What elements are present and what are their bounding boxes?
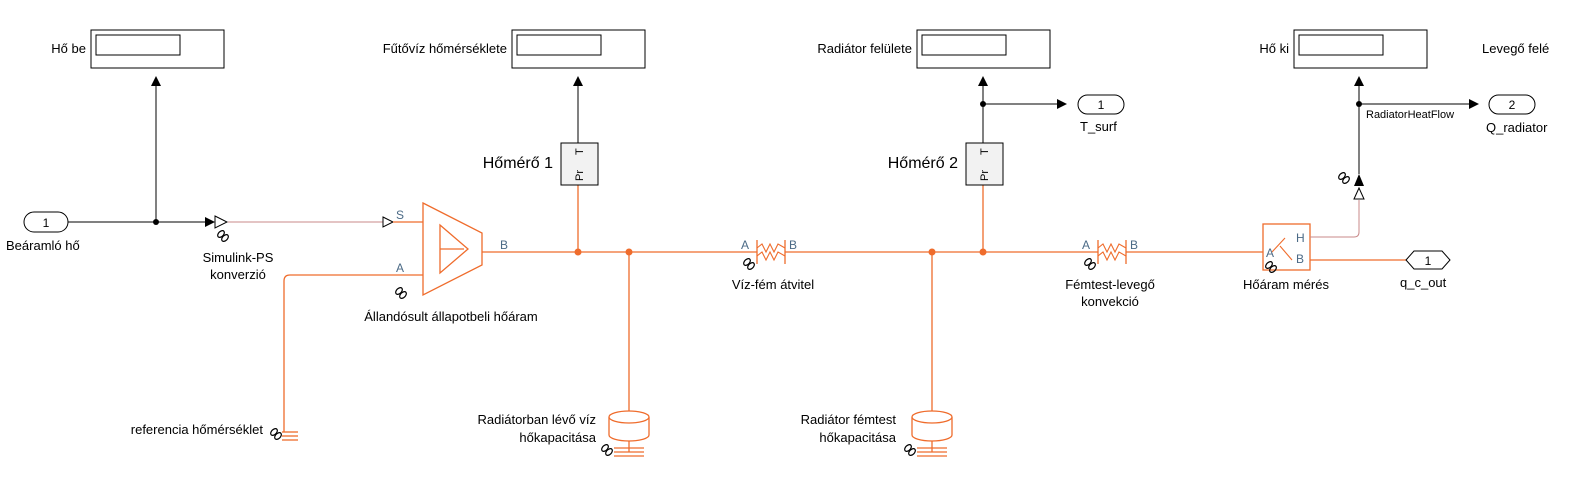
sps-label-2: konverzió bbox=[210, 267, 266, 282]
display-ho-be-label: Hő be bbox=[51, 41, 86, 56]
display-futoviz[interactable]: Fűtővíz hőmérséklete bbox=[383, 29, 646, 69]
inport-1-label: Beáramló hő bbox=[6, 238, 80, 253]
link-icon-cap1 bbox=[601, 444, 613, 456]
cap2-label-1: Radiátor fémtest bbox=[801, 412, 897, 427]
source-label: Állandósult állapotbeli hőáram bbox=[364, 309, 537, 324]
display-ho-ki-label: Hő ki bbox=[1259, 41, 1289, 56]
femtest-levego-konvekcio[interactable]: A B Fémtest-levegő konvekció bbox=[1065, 238, 1155, 309]
sensor2-signal bbox=[978, 76, 1067, 143]
display-ho-be[interactable]: Hő be bbox=[51, 29, 225, 69]
viz-fem-port-b: B bbox=[789, 238, 797, 252]
cap1-label-2: hőkapacitása bbox=[519, 430, 596, 445]
homero-1-label: Hőmérő 1 bbox=[483, 155, 553, 172]
viz-fem-port-a: A bbox=[741, 238, 749, 252]
inport-1[interactable]: 1 Beáramló hő bbox=[6, 211, 80, 253]
konv-port-a: A bbox=[1082, 238, 1090, 252]
viz-fem-label: Víz-fém átvitel bbox=[732, 277, 814, 292]
h-ps-line bbox=[1310, 200, 1360, 238]
thermal-mass-metal[interactable]: Radiátor fémtest hőkapacitása bbox=[801, 410, 953, 457]
thermal-mass-water[interactable]: Radiátorban lévő víz hőkapacitása bbox=[477, 410, 650, 457]
hoaram-port-a: A bbox=[1266, 246, 1274, 260]
hoaram-label: Hőáram mérés bbox=[1243, 277, 1329, 292]
sensor2-pr: Pr bbox=[979, 170, 991, 181]
outport-2-number: 2 bbox=[1509, 98, 1516, 112]
display-radiator-felulete[interactable]: Radiátor felülete bbox=[817, 29, 1051, 69]
sensor1-pr: Pr bbox=[574, 170, 586, 181]
ref-temp-line bbox=[283, 274, 423, 432]
display-ho-ki[interactable]: Hő ki bbox=[1259, 29, 1428, 69]
link-icon-sps bbox=[217, 230, 229, 242]
signal-name-label: RadiatorHeatFlow bbox=[1366, 109, 1454, 121]
link-icon-ref bbox=[270, 428, 282, 440]
sps-label-1: Simulink-PS bbox=[203, 250, 274, 265]
source-port-a: A bbox=[396, 261, 404, 275]
outport-q-radiator[interactable]: 2 Q_radiator bbox=[1486, 94, 1548, 135]
connection-port-q-c-out[interactable]: 1 q_c_out bbox=[1400, 250, 1451, 290]
cap2-label-2: hőkapacitása bbox=[819, 430, 896, 445]
link-icon-source bbox=[395, 287, 407, 299]
viz-fem-atvitel[interactable]: A B Víz-fém átvitel bbox=[732, 238, 814, 292]
cap1-label-1: Radiátorban lévő víz bbox=[477, 412, 596, 427]
homero-2-sensor[interactable]: Pr T Hőmérő 2 bbox=[888, 142, 1004, 186]
link-icon-cap2 bbox=[904, 444, 916, 456]
outport-2-label: Q_radiator bbox=[1486, 120, 1548, 135]
simulink-ps-converter[interactable]: Simulink-PS konverzió bbox=[203, 215, 274, 282]
display-radiator-label: Radiátor felülete bbox=[817, 41, 912, 56]
reference-temperature[interactable]: referencia hőmérséklet bbox=[131, 422, 298, 441]
outport-1-number: 1 bbox=[1098, 98, 1105, 112]
hoaram-port-b: B bbox=[1296, 252, 1304, 266]
source-port-b: B bbox=[500, 238, 508, 252]
conn-port-label: q_c_out bbox=[1400, 275, 1447, 290]
link-icon-konv bbox=[1084, 258, 1096, 270]
homero-2-label: Hőmérő 2 bbox=[888, 155, 958, 172]
outport-t-surf[interactable]: 1 T_surf bbox=[1077, 94, 1125, 134]
signal-lines-input bbox=[68, 76, 215, 227]
konv-label-2: konvekció bbox=[1081, 294, 1139, 309]
outport-1-label: T_surf bbox=[1080, 119, 1117, 134]
ref-temp-label: referencia hőmérséklet bbox=[131, 422, 264, 437]
ps-signal-arrow bbox=[382, 216, 395, 228]
source-port-s: S bbox=[396, 208, 404, 222]
heat-flow-source[interactable]: S A B Állandósult állapotbeli hőáram bbox=[364, 201, 538, 324]
link-icon-viz-fem bbox=[743, 258, 755, 270]
konv-label-1: Fémtest-levegő bbox=[1065, 277, 1155, 292]
heatflow-signal bbox=[1354, 76, 1479, 174]
homero-1-sensor[interactable]: Pr T Hőmérő 1 bbox=[483, 142, 599, 186]
ps-simulink-converter[interactable] bbox=[1353, 174, 1365, 200]
conn-port-number: 1 bbox=[1425, 254, 1432, 268]
hoaram-meres[interactable]: H A B Hőáram mérés bbox=[1243, 223, 1329, 292]
display-futoviz-label: Fűtővíz hőmérséklete bbox=[383, 41, 507, 56]
inport-1-number: 1 bbox=[43, 216, 50, 230]
sensor1-t: T bbox=[574, 148, 586, 155]
hoaram-port-h: H bbox=[1296, 231, 1305, 245]
sensor2-t: T bbox=[979, 148, 991, 155]
konv-port-b: B bbox=[1130, 238, 1138, 252]
physical-bus bbox=[482, 185, 1263, 412]
link-icon-ps-sl bbox=[1338, 172, 1350, 184]
link-icon-hoaram bbox=[1265, 261, 1277, 273]
levego-fele-label: Levegő felé bbox=[1482, 41, 1549, 56]
